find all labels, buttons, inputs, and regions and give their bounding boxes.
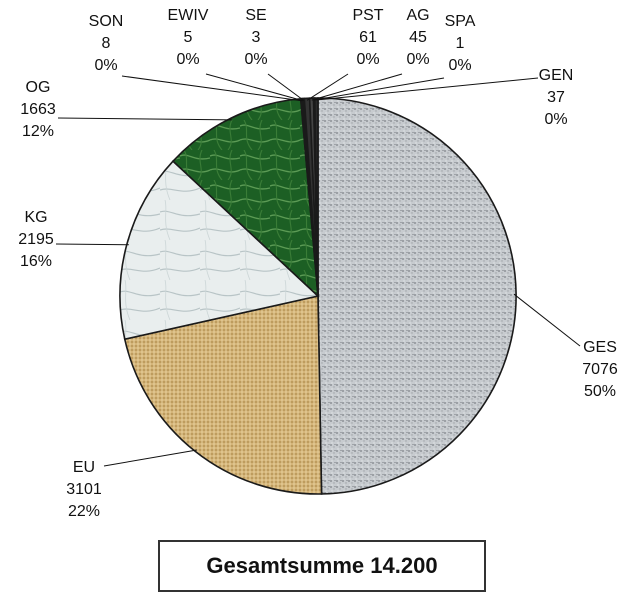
pie-slice-ges: [317, 97, 517, 495]
pie-slice-og: [171, 97, 319, 299]
leader-line-ges: [513, 293, 581, 347]
leader-line-og: [57, 117, 232, 121]
leader-line-kg: [55, 243, 129, 246]
leader-line-gen: [316, 77, 539, 101]
leader-line-pst: [306, 73, 349, 101]
leader-line-se: [267, 73, 305, 101]
leader-line-ewiv: [205, 73, 303, 102]
leader-line-son: [121, 75, 302, 102]
leader-line-spa: [314, 77, 445, 101]
total-label: Gesamtsumme 14.200: [206, 553, 438, 578]
leader-line-ag: [311, 73, 403, 101]
leader-line-eu: [103, 449, 197, 467]
pie-slice-eu: [123, 295, 323, 495]
total-box: Gesamtsumme 14.200: [158, 540, 486, 592]
